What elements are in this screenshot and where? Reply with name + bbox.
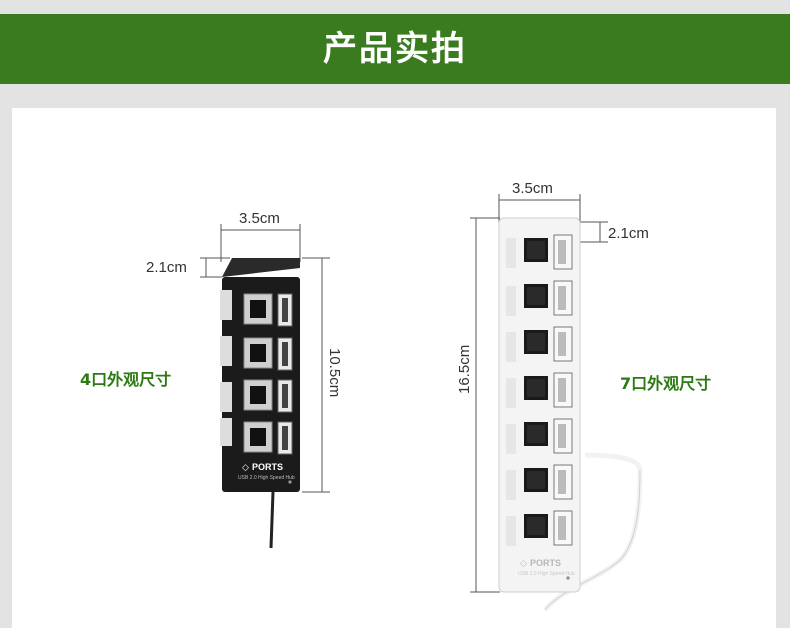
right-hub: ◇ PORTS USB 2.0 High Speed Hub bbox=[498, 217, 643, 612]
right-length-label: 16.5cm bbox=[456, 344, 473, 394]
right-hub-ports bbox=[524, 234, 573, 546]
right-width-label: 3.5cm bbox=[512, 180, 553, 197]
left-hub-dimension-lines bbox=[200, 224, 330, 493]
header-banner: 产品实拍 bbox=[0, 0, 790, 86]
left-caption: 4口外观尺寸 bbox=[80, 370, 172, 389]
left-hub-subtext: USB 2.0 High Speed Hub bbox=[238, 475, 295, 481]
left-hub: ◇ PORTS USB 2.0 High Speed Hub bbox=[220, 258, 300, 549]
product-panel bbox=[12, 108, 776, 628]
left-width-label: 3.5cm bbox=[239, 210, 280, 227]
banner-bar bbox=[0, 14, 790, 84]
right-caption: 7口外观尺寸 bbox=[620, 374, 712, 393]
left-length-label: 10.5cm bbox=[326, 348, 343, 398]
svg-text:◇: ◇ bbox=[520, 558, 527, 568]
left-depth-label: 2.1cm bbox=[146, 259, 187, 276]
left-hub-brand: PORTS bbox=[252, 462, 283, 472]
page-title: 产品实拍 bbox=[323, 29, 467, 69]
right-depth-label: 2.1cm bbox=[608, 225, 649, 242]
right-hub-subtext: USB 2.0 High Speed Hub bbox=[518, 571, 575, 577]
svg-text:◇: ◇ bbox=[242, 462, 249, 472]
right-hub-brand: PORTS bbox=[530, 558, 561, 568]
right-hub-dimension-lines bbox=[470, 194, 608, 593]
left-hub-ports bbox=[243, 293, 293, 455]
